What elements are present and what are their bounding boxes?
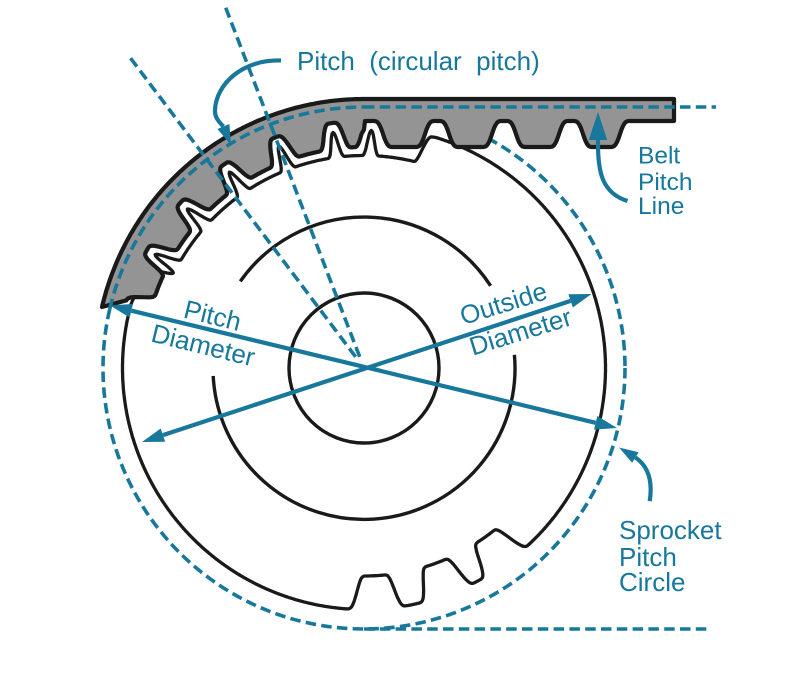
svg-text:Pitch: Pitch [638, 169, 692, 196]
svg-text:Sprocket: Sprocket [619, 515, 722, 545]
svg-text:Belt: Belt [638, 143, 680, 170]
svg-text:Pitch: Pitch [619, 542, 677, 572]
svg-text:Line: Line [638, 193, 684, 220]
svg-text:Circle: Circle [619, 567, 685, 597]
svg-text:Pitch (circular pitch): Pitch (circular pitch) [297, 46, 540, 76]
